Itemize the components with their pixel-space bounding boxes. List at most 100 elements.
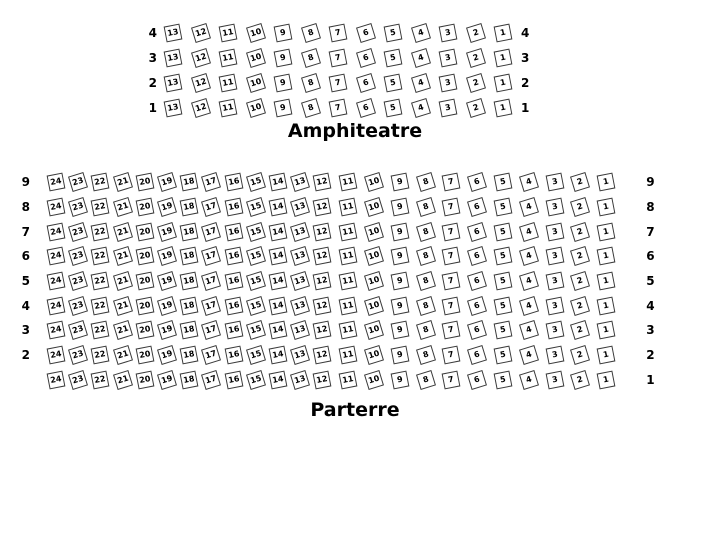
seat[interactable]: 3 bbox=[438, 98, 458, 117]
seat[interactable]: 2 bbox=[465, 97, 486, 118]
seat[interactable]: 20 bbox=[135, 247, 155, 266]
seat[interactable]: 4 bbox=[518, 320, 539, 341]
seat[interactable]: 14 bbox=[268, 345, 288, 365]
seat[interactable]: 10 bbox=[364, 295, 385, 316]
seat[interactable]: 22 bbox=[90, 197, 110, 217]
seat[interactable]: 21 bbox=[112, 221, 133, 242]
seat[interactable]: 12 bbox=[190, 47, 211, 68]
seat[interactable]: 18 bbox=[179, 296, 199, 316]
seat[interactable]: 9 bbox=[273, 73, 293, 92]
seat[interactable]: 10 bbox=[364, 369, 385, 390]
seat[interactable]: 15 bbox=[245, 172, 266, 193]
seat[interactable]: 18 bbox=[179, 247, 199, 266]
seat[interactable]: 17 bbox=[201, 345, 222, 366]
seat[interactable]: 4 bbox=[518, 221, 539, 242]
seat[interactable]: 2 bbox=[465, 22, 486, 43]
seat[interactable]: 5 bbox=[493, 197, 513, 217]
seat[interactable]: 22 bbox=[90, 296, 110, 316]
seat[interactable]: 12 bbox=[312, 247, 332, 266]
seat[interactable]: 11 bbox=[338, 370, 358, 390]
seat[interactable]: 9 bbox=[390, 172, 410, 192]
seat[interactable]: 10 bbox=[364, 221, 385, 242]
seat[interactable]: 11 bbox=[338, 172, 358, 192]
seat[interactable]: 4 bbox=[518, 197, 539, 218]
seat[interactable]: 18 bbox=[179, 345, 199, 365]
seat[interactable]: 4 bbox=[518, 345, 539, 366]
seat[interactable]: 17 bbox=[201, 320, 222, 341]
seat[interactable]: 12 bbox=[190, 97, 211, 118]
seat[interactable]: 19 bbox=[156, 345, 177, 366]
seat[interactable]: 2 bbox=[570, 295, 591, 316]
seat[interactable]: 13 bbox=[290, 271, 311, 292]
seat[interactable]: 13 bbox=[290, 320, 311, 341]
seat[interactable]: 16 bbox=[224, 296, 243, 316]
seat[interactable]: 20 bbox=[135, 321, 155, 340]
seat[interactable]: 24 bbox=[46, 321, 66, 340]
seat[interactable]: 11 bbox=[338, 247, 358, 266]
seat[interactable]: 13 bbox=[290, 172, 311, 193]
seat[interactable]: 15 bbox=[245, 345, 266, 366]
seat[interactable]: 9 bbox=[390, 370, 410, 390]
seat[interactable]: 15 bbox=[245, 369, 266, 390]
seat[interactable]: 10 bbox=[364, 172, 385, 193]
seat[interactable]: 14 bbox=[268, 222, 288, 242]
seat[interactable]: 14 bbox=[268, 296, 288, 316]
seat[interactable]: 20 bbox=[135, 296, 155, 316]
seat[interactable]: 13 bbox=[290, 246, 311, 267]
seat[interactable]: 5 bbox=[383, 98, 403, 117]
seat[interactable]: 5 bbox=[383, 73, 403, 92]
seat[interactable]: 12 bbox=[312, 321, 332, 340]
seat[interactable]: 6 bbox=[355, 22, 376, 43]
seat[interactable]: 23 bbox=[68, 271, 89, 292]
seat[interactable]: 7 bbox=[442, 345, 461, 365]
seat[interactable]: 7 bbox=[442, 370, 461, 390]
seat[interactable]: 4 bbox=[410, 97, 431, 118]
seat[interactable]: 9 bbox=[390, 321, 410, 340]
seat[interactable]: 10 bbox=[245, 97, 266, 118]
seat[interactable]: 19 bbox=[156, 172, 177, 193]
seat[interactable]: 21 bbox=[112, 246, 133, 267]
seat[interactable]: 11 bbox=[218, 98, 238, 117]
seat[interactable]: 14 bbox=[268, 197, 288, 217]
seat[interactable]: 11 bbox=[218, 48, 238, 67]
seat[interactable]: 19 bbox=[156, 197, 177, 218]
seat[interactable]: 6 bbox=[467, 246, 488, 267]
seat[interactable]: 3 bbox=[545, 247, 565, 266]
seat[interactable]: 10 bbox=[245, 22, 266, 43]
seat[interactable]: 5 bbox=[383, 23, 403, 42]
seat[interactable]: 19 bbox=[156, 369, 177, 390]
seat[interactable]: 24 bbox=[46, 172, 66, 192]
seat[interactable]: 1 bbox=[493, 23, 513, 42]
seat[interactable]: 7 bbox=[442, 321, 461, 340]
seat[interactable]: 19 bbox=[156, 246, 177, 267]
seat[interactable]: 22 bbox=[90, 321, 110, 340]
seat[interactable]: 3 bbox=[438, 73, 458, 92]
seat[interactable]: 6 bbox=[467, 172, 488, 193]
seat[interactable]: 14 bbox=[268, 370, 288, 390]
seat[interactable]: 13 bbox=[163, 23, 183, 42]
seat[interactable]: 13 bbox=[290, 345, 311, 366]
seat[interactable]: 4 bbox=[410, 72, 431, 93]
seat[interactable]: 7 bbox=[442, 197, 461, 217]
seat[interactable]: 5 bbox=[493, 345, 513, 365]
seat[interactable]: 15 bbox=[245, 295, 266, 316]
seat[interactable]: 7 bbox=[442, 247, 461, 266]
seat[interactable]: 11 bbox=[338, 321, 358, 340]
seat[interactable]: 21 bbox=[112, 369, 133, 390]
seat[interactable]: 1 bbox=[493, 73, 513, 92]
seat[interactable]: 23 bbox=[68, 295, 89, 316]
seat[interactable]: 1 bbox=[596, 321, 616, 340]
seat[interactable]: 20 bbox=[135, 172, 155, 192]
seat[interactable]: 2 bbox=[570, 197, 591, 218]
seat[interactable]: 18 bbox=[179, 222, 199, 242]
seat[interactable]: 10 bbox=[364, 246, 385, 267]
seat[interactable]: 23 bbox=[68, 369, 89, 390]
seat[interactable]: 7 bbox=[442, 172, 461, 192]
seat[interactable]: 16 bbox=[224, 345, 243, 365]
seat[interactable]: 6 bbox=[467, 197, 488, 218]
seat[interactable]: 4 bbox=[518, 172, 539, 193]
seat[interactable]: 8 bbox=[415, 197, 436, 218]
seat[interactable]: 1 bbox=[596, 271, 616, 291]
seat[interactable]: 13 bbox=[290, 221, 311, 242]
seat[interactable]: 16 bbox=[224, 321, 243, 340]
